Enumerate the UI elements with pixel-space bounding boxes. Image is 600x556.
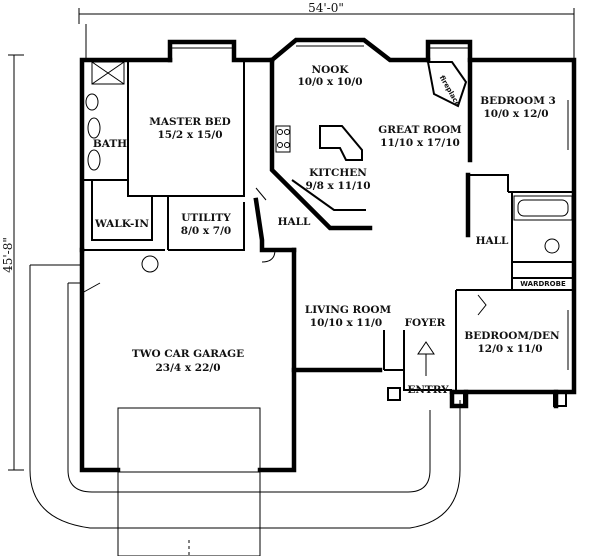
living-room-size: 10/10 x 11/0 xyxy=(310,317,382,329)
driveway xyxy=(29,264,461,556)
fireplace-label: fireplace xyxy=(438,74,462,108)
nook-size: 10/0 x 10/0 xyxy=(297,76,362,88)
master-bed-name: MASTER BED xyxy=(149,116,231,128)
garage-size: 23/4 x 22/0 xyxy=(155,362,220,374)
kitchen-size: 9/8 x 11/10 xyxy=(305,180,370,192)
utility-name: UTILITY xyxy=(181,212,231,224)
great-room-name: GREAT ROOM xyxy=(378,124,462,136)
bath-name: BATH xyxy=(93,138,127,150)
depth-label: 45'-8" xyxy=(1,237,15,273)
exterior-walls xyxy=(79,37,577,473)
width-label: 54'-0" xyxy=(308,1,344,15)
foyer-name: FOYER xyxy=(405,317,446,329)
nook-name: NOOK xyxy=(311,64,349,76)
wardrobe-name: WARDROBE xyxy=(520,280,566,288)
width-dimension: 54'-0" xyxy=(78,1,575,60)
bedroom3-name: BEDROOM 3 xyxy=(480,95,556,107)
hall-right-name: HALL xyxy=(476,235,509,247)
bedroom-den-size: 12/0 x 11/0 xyxy=(477,343,542,355)
garage-name: TWO CAR GARAGE xyxy=(132,348,244,360)
master-bed-size: 15/2 x 15/0 xyxy=(157,129,222,141)
living-room-name: LIVING ROOM xyxy=(305,304,392,316)
utility-size: 8/0 x 7/0 xyxy=(181,225,231,237)
walk-in-name: WALK-IN xyxy=(94,218,149,230)
room-labels: NOOK 10/0 x 10/0 MASTER BED 15/2 x 15/0 … xyxy=(93,64,566,396)
bedroom3-size: 10/0 x 12/0 xyxy=(483,108,548,120)
depth-dimension: 45'-8" xyxy=(1,54,24,471)
great-room-size: 11/10 x 17/10 xyxy=(380,137,460,149)
bedroom-den-name: BEDROOM/DEN xyxy=(464,330,560,342)
kitchen-name: KITCHEN xyxy=(309,167,367,179)
hall-left-name: HALL xyxy=(278,216,311,228)
fixtures xyxy=(81,45,569,407)
entry-name: ENTRY xyxy=(407,384,449,396)
